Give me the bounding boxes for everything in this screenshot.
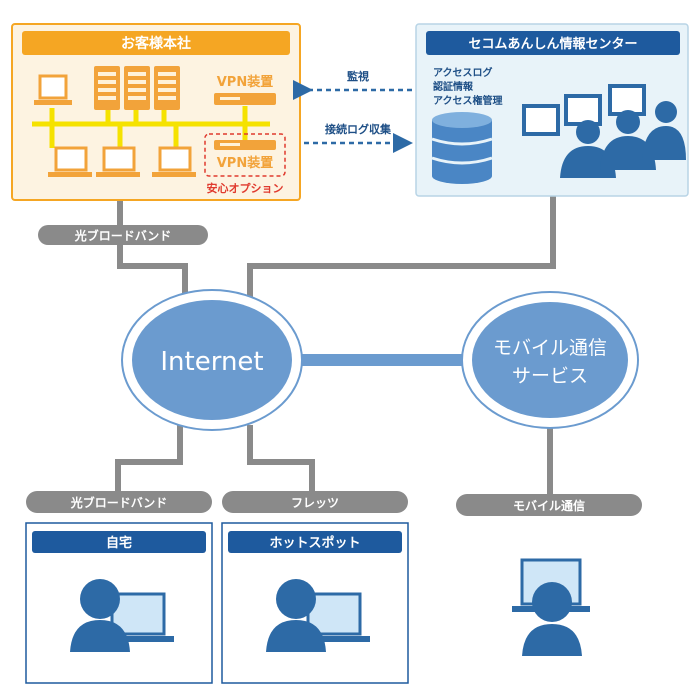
log-line: 認証情報 [433, 80, 474, 93]
home-line-pill: 光ブロードバンド [26, 491, 212, 513]
office-title: お客様本社 [121, 35, 191, 52]
mobile-service-label-1: モバイル通信 [493, 337, 607, 359]
laptop-icon [152, 146, 196, 177]
internet-to-hotspot-line [247, 425, 315, 495]
svg-text:光ブロードバンド: 光ブロードバンド [70, 495, 168, 510]
office-box: お客様本社 [11, 23, 301, 201]
office-to-internet-line [117, 200, 188, 305]
home-label: 自宅 [106, 535, 132, 551]
server-icon [124, 66, 150, 110]
operator-monitor-icon [522, 84, 646, 136]
hotspot-box: ホットスポット [221, 522, 409, 684]
log-line: アクセス権管理 [433, 94, 503, 107]
center-title: セコムあんしん情報センター [468, 36, 637, 52]
vpn-device-label: VPN装置 [217, 74, 273, 90]
svg-text:モバイル通信: モバイル通信 [513, 498, 585, 513]
user-icon [522, 582, 582, 656]
center-to-internet-line [247, 195, 556, 300]
lan-bus [32, 106, 270, 148]
arrows: 監視 接続ログ収集 [293, 69, 413, 153]
monitor-label: 監視 [347, 69, 369, 83]
vpn-option-frame [204, 133, 286, 177]
internet-label: Internet [160, 347, 263, 377]
option-caption: 安心オプション [207, 181, 284, 195]
laptop-icon [48, 146, 92, 177]
svg-text:フレッツ: フレッツ [291, 496, 339, 510]
server-icon [94, 66, 120, 110]
log-line: アクセスログ [433, 66, 493, 79]
vpn-device-icon [214, 93, 276, 105]
laptop-icon [100, 592, 174, 642]
internet-to-home-line [115, 425, 183, 495]
user-icon [70, 579, 130, 652]
laptop-icon [96, 146, 140, 177]
internet-cloud: Internet [121, 289, 303, 431]
mobile-service-cloud: モバイル通信 サービス [461, 291, 639, 429]
office-line-pill: 光ブロードバンド [38, 225, 208, 245]
laptop-icon [34, 74, 72, 105]
home-box: 自宅 [25, 522, 213, 684]
mobile-user [512, 558, 590, 656]
server-icon [154, 66, 180, 110]
svg-text:光ブロードバンド: 光ブロードバンド [74, 228, 172, 243]
database-icon [431, 112, 493, 184]
vpn-option-device-icon [214, 140, 276, 150]
mobile-line-pill: モバイル通信 [456, 494, 642, 516]
operator-icon [560, 101, 686, 178]
mobile-service-label-2: サービス [512, 365, 588, 387]
connection-lines [115, 195, 556, 495]
log-collect-label: 接続ログ収集 [325, 122, 392, 136]
user-icon [266, 579, 326, 652]
hotspot-line-pill: フレッツ [222, 491, 408, 513]
center-box: セコムあんしん情報センター アクセスログ 認証情報 アクセス権管理 [415, 23, 689, 197]
hotspot-label: ホットスポット [269, 535, 360, 551]
vpn-option-label: VPN装置 [217, 155, 273, 171]
